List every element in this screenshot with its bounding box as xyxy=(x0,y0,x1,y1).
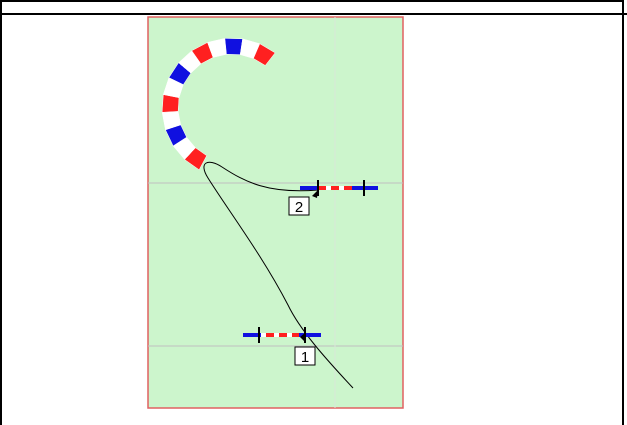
jump-2-pole-red-2 xyxy=(331,186,339,190)
arena xyxy=(147,16,404,409)
jump-2: 2 xyxy=(288,180,378,216)
top-rule xyxy=(0,13,627,15)
jump-1-number-label: 1 xyxy=(301,349,309,366)
jump-2-pole-blue-left xyxy=(300,186,318,190)
riding-path xyxy=(203,161,354,389)
jump-1-pole-blue-left xyxy=(243,333,261,337)
jump-1-pole-red-2 xyxy=(279,333,287,337)
jump-1-pole-red-3 xyxy=(292,333,299,337)
jump-1-pole-white-1 xyxy=(261,333,266,337)
jump-1-pole-red-1 xyxy=(266,333,274,337)
jump-1-pole-blue-right xyxy=(299,333,321,337)
jump-2-number-label: 2 xyxy=(295,199,303,216)
curved-barrier xyxy=(161,38,276,171)
jump-1-pole-white-3 xyxy=(287,333,292,337)
jump-2-pole-white-1 xyxy=(326,186,331,190)
jump-2-number-box xyxy=(288,196,310,216)
jump-1-number-box xyxy=(294,346,316,366)
jump-2-pole-red-1 xyxy=(318,186,326,190)
jump-1: 1 xyxy=(243,327,321,366)
jump-2-pole-white-2 xyxy=(339,186,344,190)
jump-2-direction-arrow xyxy=(312,190,318,198)
barrier-segment-blue xyxy=(224,38,243,55)
barrier-segment-red xyxy=(253,43,276,66)
jump-1-pole-white-2 xyxy=(274,333,279,337)
jump-2-pole-red-3 xyxy=(344,186,352,190)
jump-1-direction-arrow xyxy=(300,333,306,343)
